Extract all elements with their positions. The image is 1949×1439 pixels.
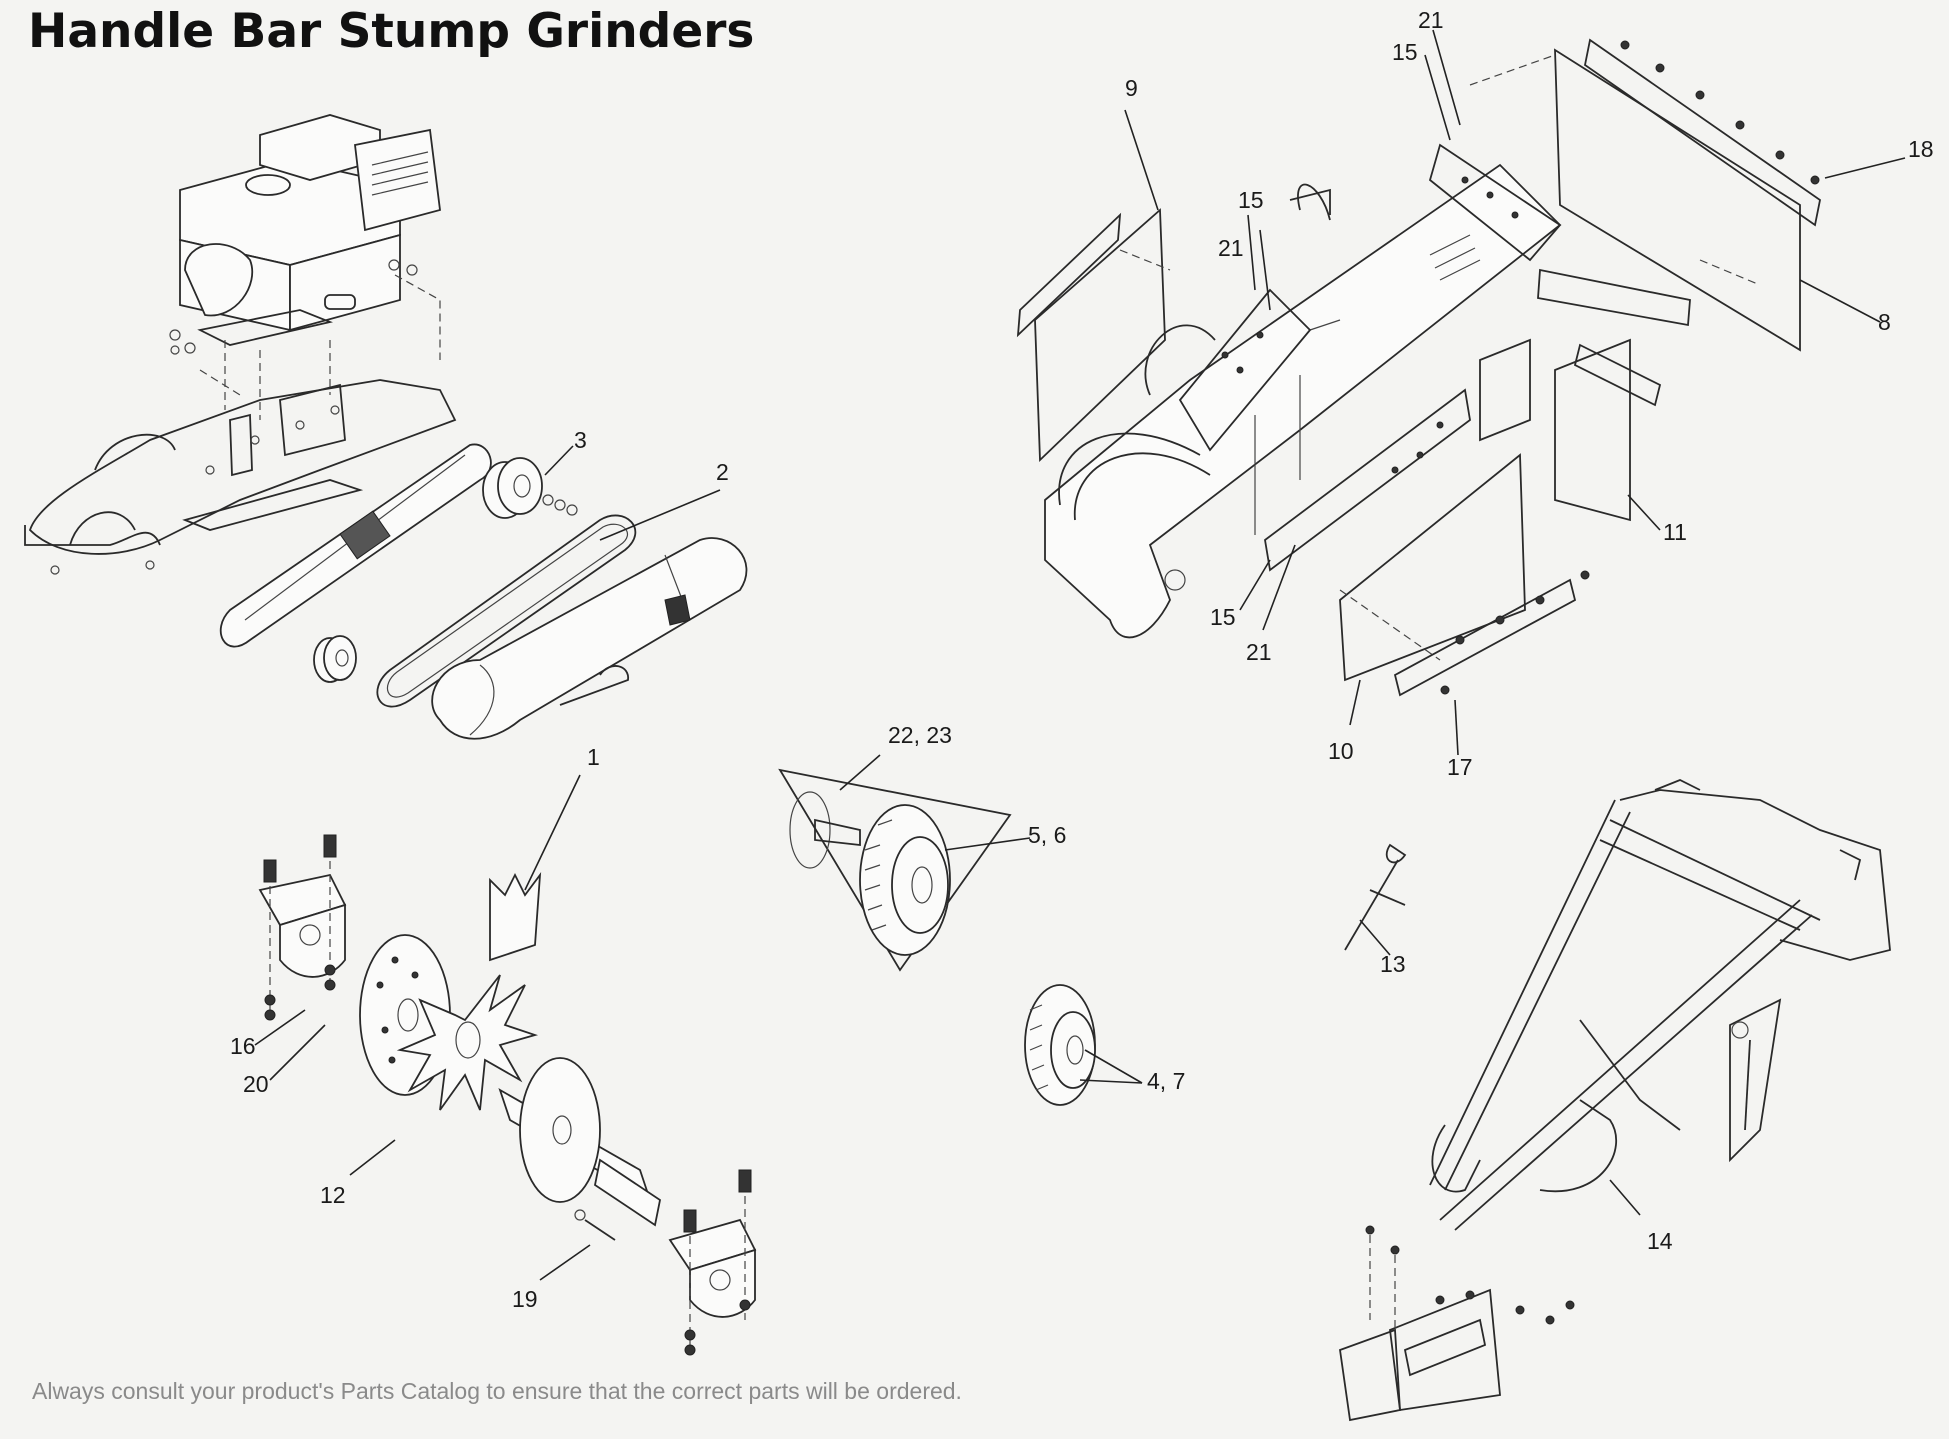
wheel-inset bbox=[778, 768, 1012, 972]
lock-pin bbox=[1344, 843, 1407, 951]
callout-14: 14 bbox=[1647, 1228, 1673, 1254]
cutter-wheel-assembly bbox=[258, 834, 757, 1356]
callout-9: 9 bbox=[1125, 75, 1138, 101]
callout-3: 3 bbox=[574, 427, 587, 453]
wheel bbox=[1024, 984, 1096, 1106]
callout-20: 20 bbox=[243, 1071, 269, 1097]
callout-11: 11 bbox=[1663, 519, 1687, 545]
callout-13: 13 bbox=[1380, 951, 1406, 977]
leader-lines bbox=[254, 29, 1906, 1281]
cutter-housing-assembly bbox=[1016, 38, 1821, 697]
callout-18: 18 bbox=[1908, 136, 1934, 162]
callout-21-mid: 21 bbox=[1218, 235, 1244, 261]
callout-22-23: 22, 23 bbox=[888, 722, 952, 748]
callout-10: 10 bbox=[1328, 738, 1354, 764]
callout-1: 1 bbox=[587, 744, 600, 770]
callout-21-top: 21 bbox=[1418, 7, 1444, 33]
pulley bbox=[482, 457, 578, 519]
page-title: Handle Bar Stump Grinders bbox=[28, 4, 755, 59]
callout-4-7: 4, 7 bbox=[1147, 1068, 1185, 1094]
callout-5-6: 5, 6 bbox=[1028, 822, 1066, 848]
callout-8: 8 bbox=[1878, 309, 1891, 335]
callout-15-mid: 15 bbox=[1238, 187, 1264, 213]
callout-19: 19 bbox=[512, 1286, 538, 1312]
engine-drive-assembly bbox=[24, 114, 748, 740]
callout-2: 2 bbox=[716, 459, 729, 485]
callout-12: 12 bbox=[320, 1182, 346, 1208]
callout-labels: 1 2 3 4, 7 5, 6 8 9 10 11 12 13 14 15 15… bbox=[230, 7, 1934, 1312]
callout-16: 16 bbox=[230, 1033, 256, 1059]
callout-17: 17 bbox=[1447, 754, 1473, 780]
callout-15-top: 15 bbox=[1392, 39, 1418, 65]
callout-15-low: 15 bbox=[1210, 604, 1236, 630]
catalog-disclaimer: Always consult your product's Parts Cata… bbox=[32, 1378, 962, 1404]
handle-assembly bbox=[1339, 779, 1891, 1422]
callout-21-low: 21 bbox=[1246, 639, 1272, 665]
